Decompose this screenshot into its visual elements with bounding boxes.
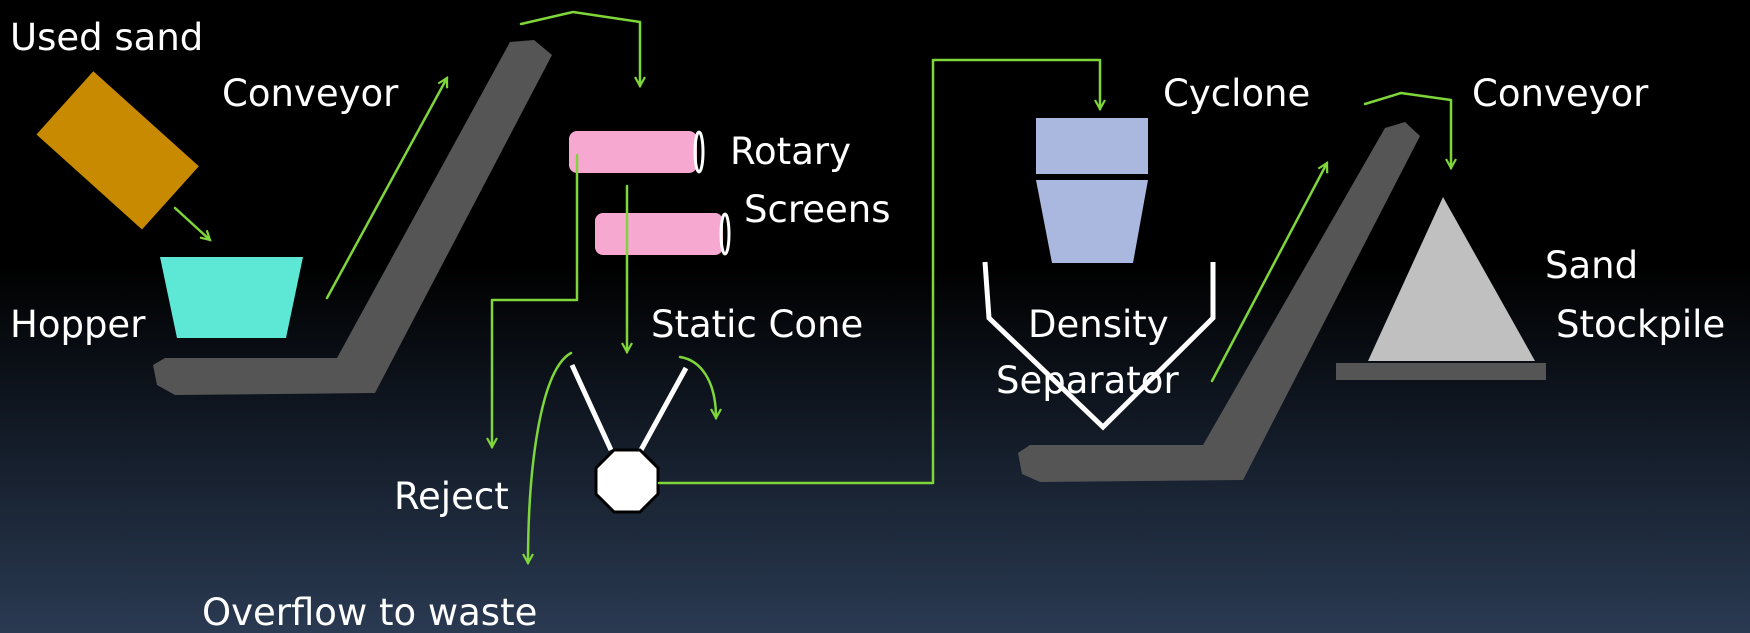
static-cone-right-wall xyxy=(638,366,689,452)
hopper-shape xyxy=(160,257,303,338)
static-cone-outlet-valve xyxy=(594,448,660,514)
static-cone-label: Static Cone xyxy=(651,303,864,346)
static-cone-left-wall xyxy=(569,363,614,452)
separator-label: Separator xyxy=(996,359,1179,402)
rotary-screen-bottom xyxy=(595,213,723,255)
rotary-screen-top-end xyxy=(693,130,705,174)
screens-label: Screens xyxy=(744,188,891,231)
sand-stockpile-base xyxy=(1336,363,1546,380)
sand-stockpile-pile xyxy=(1368,197,1535,361)
arrow-cone-to-cyclone xyxy=(657,58,1100,485)
arrow-screen-to-reject xyxy=(492,153,579,447)
arrow-conveyor-1-up xyxy=(325,78,449,300)
hopper-label: Hopper xyxy=(10,303,146,346)
rotary-screen-bottom-end xyxy=(719,212,731,256)
arrow-conveyor-2-up xyxy=(1210,163,1327,383)
cyclone-top xyxy=(1036,118,1148,174)
density-separator-vessel xyxy=(982,261,1216,431)
reject-label: Reject xyxy=(394,475,509,518)
sand-label: Sand xyxy=(1545,244,1639,287)
conveyor-2-belt xyxy=(1018,122,1420,482)
arrow-used-sand-to-hopper xyxy=(173,206,210,240)
rotary-label: Rotary xyxy=(730,130,851,173)
arrow-overflow-right xyxy=(678,355,716,418)
conveyor-2-label: Conveyor xyxy=(1472,72,1649,115)
conveyor-1-belt xyxy=(153,40,552,395)
used-sand-label: Used sand xyxy=(10,16,204,59)
used-sand-block xyxy=(36,71,199,230)
cyclone-label: Cyclone xyxy=(1163,72,1311,115)
arrow-overflow-left xyxy=(528,351,573,563)
arrow-conveyor-2-to-stockpile xyxy=(1363,91,1451,168)
density-label: Density xyxy=(1028,303,1169,346)
conveyor-1-label: Conveyor xyxy=(222,72,399,115)
overflow-label: Overflow to waste xyxy=(202,591,538,633)
rotary-screen-top xyxy=(569,131,697,173)
arrow-conveyor-1-to-screens xyxy=(519,10,640,86)
cyclone-cone xyxy=(1036,180,1148,263)
stockpile-label: Stockpile xyxy=(1556,303,1726,346)
